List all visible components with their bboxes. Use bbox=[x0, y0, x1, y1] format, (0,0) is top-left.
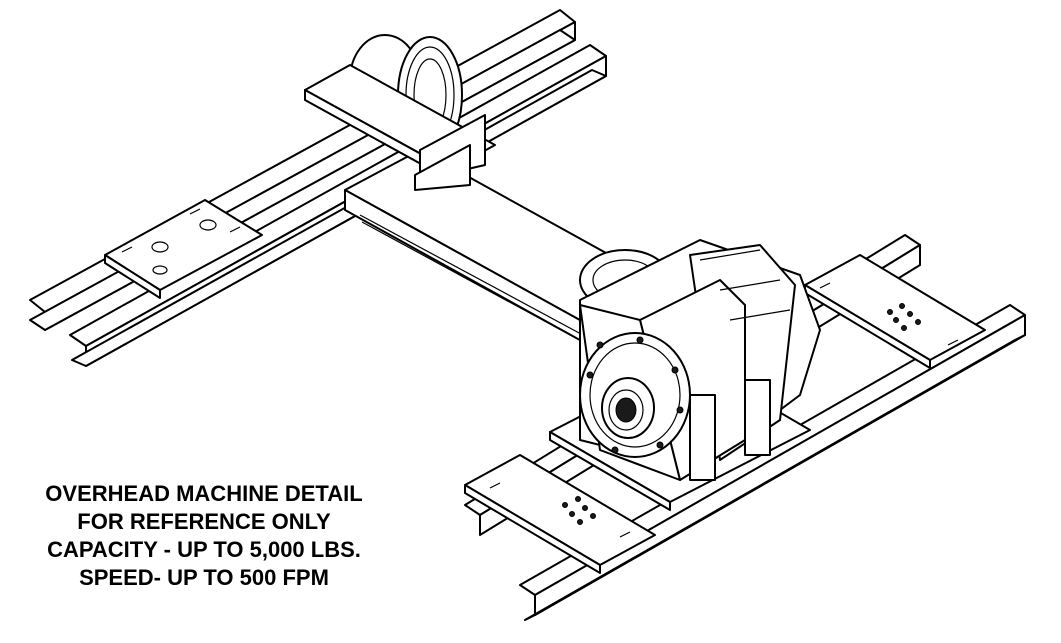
upper-bearing-block bbox=[304, 64, 496, 191]
note-capacity: CAPACITY - UP TO 5,000 LBS. bbox=[47, 537, 361, 562]
note-speed: SPEED- UP TO 500 FPM bbox=[79, 565, 329, 590]
note-reference: FOR REFERENCE ONLY bbox=[77, 509, 331, 534]
left-mounting-plate bbox=[104, 199, 263, 299]
motor-face bbox=[579, 332, 691, 458]
note-title: OVERHEAD MACHINE DETAIL bbox=[45, 481, 363, 506]
lower-mounting-plate bbox=[464, 454, 656, 574]
drawing-notes: OVERHEAD MACHINE DETAIL FOR REFERENCE ON… bbox=[0, 480, 414, 592]
